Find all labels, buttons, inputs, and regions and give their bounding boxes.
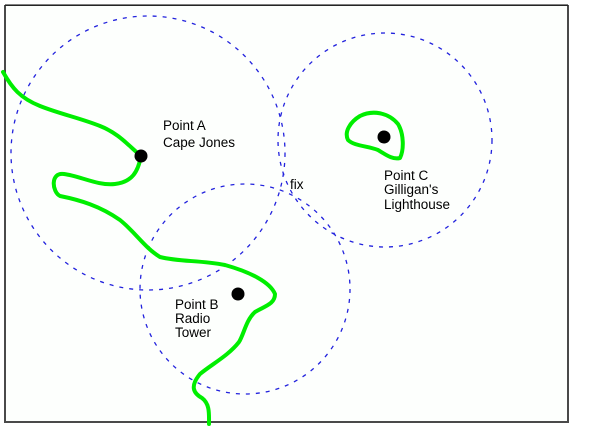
point-a-label-line-1: Point A: [163, 118, 206, 133]
point-c-label-line-2: Gilligan's: [384, 182, 439, 197]
point-a-marker: [134, 149, 148, 163]
range-circle-a: [10, 15, 286, 291]
point-b-label-line-1: Point B: [175, 297, 219, 312]
map-frame: [5, 5, 569, 423]
point-c-marker: [377, 130, 391, 144]
point-c-label-line-3: Lighthouse: [384, 197, 450, 212]
point-c-label-line-1: Point C: [384, 168, 429, 183]
fix-label: fix: [290, 177, 304, 192]
point-a-label: Point A Cape Jones: [163, 118, 235, 150]
range-circle-b: [139, 183, 351, 395]
point-b-marker: [231, 287, 245, 301]
point-a-label-line-2: Cape Jones: [163, 135, 235, 150]
range-circle-c: [277, 32, 493, 248]
coastline-mainland: [1, 70, 277, 426]
point-b-label-line-2: Radio: [175, 311, 210, 326]
point-c-label: Point C Gilligan's Lighthouse: [384, 168, 450, 212]
point-b-label-line-3: Tower: [175, 325, 212, 340]
point-b-label: Point B Radio Tower: [175, 297, 222, 340]
coastline-island: [344, 110, 405, 161]
